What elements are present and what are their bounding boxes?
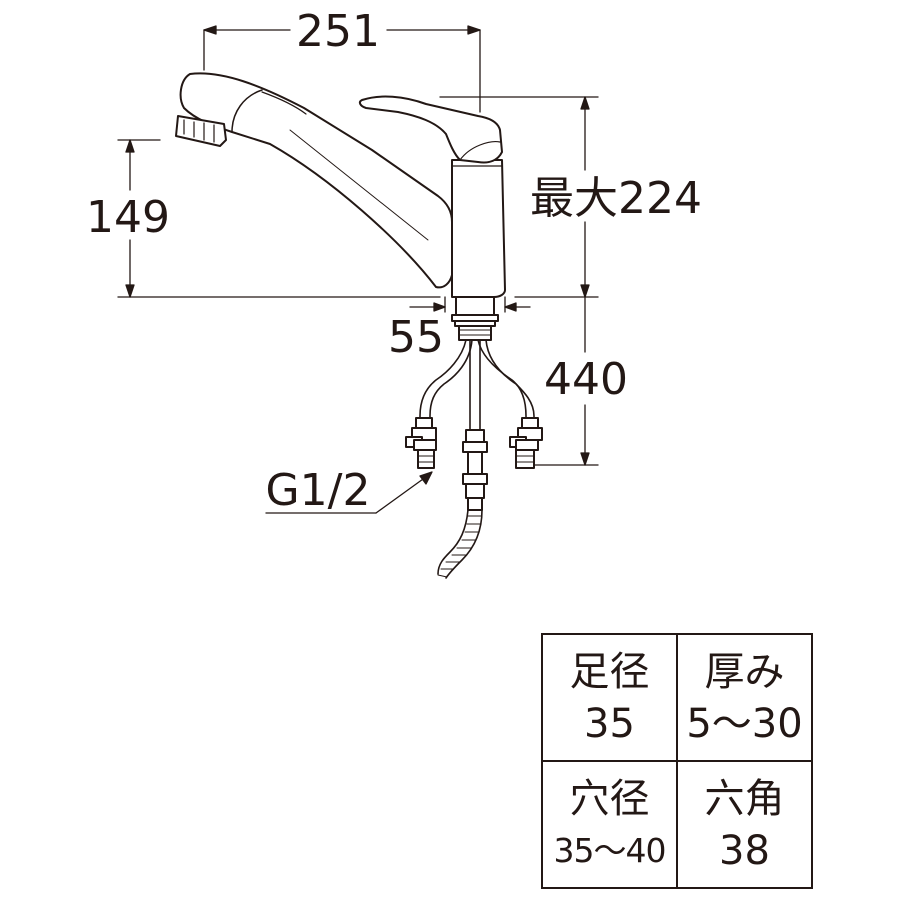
label-height-max: 最大224 — [530, 173, 702, 224]
spec-value: 35〜40 — [553, 830, 667, 870]
faucet-body — [175, 72, 506, 298]
water-hoses — [419, 339, 535, 441]
label-base-width: 55 — [388, 312, 444, 363]
right-connector — [509, 417, 543, 469]
leader-g1-2 — [265, 471, 433, 514]
lever-handle — [358, 95, 503, 164]
label-height-spout: 149 — [86, 192, 170, 243]
dimension-base-55 — [409, 296, 531, 313]
dimension-height-max-224 — [439, 96, 599, 298]
shower-hose — [437, 509, 483, 579]
spec-value: 35 — [584, 700, 635, 747]
dimension-width-251 — [203, 25, 481, 113]
spec-value: 5〜30 — [686, 700, 803, 747]
spec-cell-hole-diameter: 穴径 35〜40 — [541, 760, 678, 889]
faucet-column — [451, 159, 506, 298]
spec-label: 穴径 — [569, 775, 650, 822]
spec-label: 厚み — [704, 648, 785, 695]
mounting-shank — [451, 296, 499, 341]
spec-table: 足径 35 厚み 5〜30 穴径 35〜40 六角 38 — [541, 633, 813, 889]
left-connector — [405, 417, 437, 469]
spec-cell-thickness: 厚み 5〜30 — [676, 633, 813, 762]
spec-cell-hex: 六角 38 — [676, 760, 813, 889]
label-hose-length: 440 — [544, 354, 628, 405]
label-thread: G1/2 — [266, 465, 371, 516]
spec-cell-foot-diameter: 足径 35 — [541, 633, 678, 762]
dimension-height-149 — [117, 139, 441, 298]
spec-value: 38 — [719, 827, 770, 874]
label-width: 251 — [296, 6, 380, 57]
spec-label: 六角 — [704, 775, 785, 822]
spec-label: 足径 — [569, 648, 650, 695]
spout — [179, 72, 453, 289]
center-fittings — [462, 429, 488, 511]
